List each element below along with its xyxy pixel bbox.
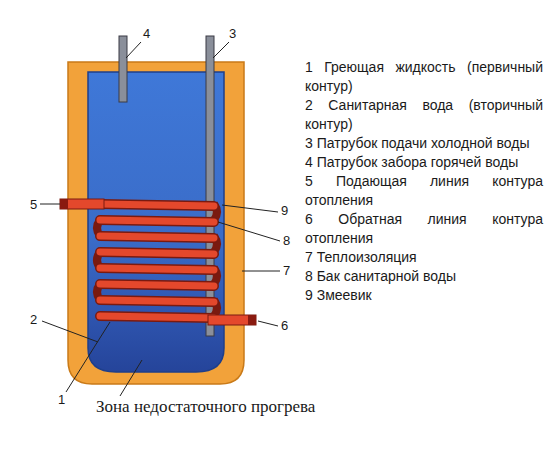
coil-winding	[100, 268, 214, 270]
leader-line	[213, 42, 229, 58]
legend-item: 8 Бак санитарной воды	[305, 267, 543, 286]
leader-line	[222, 205, 278, 212]
coil-winding-edge	[100, 252, 214, 254]
legend-item: 3 Патрубок подачи холодной воды	[305, 134, 543, 153]
leader-line	[120, 360, 142, 396]
callout-number: 1	[58, 392, 65, 407]
leader-line	[42, 321, 98, 342]
return-pipe	[208, 315, 256, 325]
water-tank	[88, 72, 224, 372]
insulation	[68, 62, 244, 384]
legend-item: 1 Греющая жидкость (первичный контур)	[305, 58, 543, 96]
supply-pipe	[60, 199, 104, 209]
coil-winding-edge	[100, 284, 214, 286]
leader-line	[126, 42, 141, 58]
coil-winding	[100, 316, 214, 318]
coil-winding-edge	[100, 300, 214, 302]
callout-number: 6	[281, 318, 288, 333]
callout-number: 3	[229, 26, 236, 41]
leader-line	[40, 204, 60, 205]
coil-winding-edge	[100, 204, 214, 206]
coil-winding-edge	[100, 220, 214, 222]
callout-number: 9	[281, 203, 288, 218]
legend-item: 9 Змеевик	[305, 286, 543, 305]
return-pipe-end	[248, 315, 256, 325]
coil-winding-edge	[100, 268, 214, 270]
cold-water-pipe	[206, 36, 214, 336]
coil-winding	[100, 300, 214, 302]
leader-line	[66, 322, 110, 392]
supply-pipe-end	[60, 199, 68, 209]
coil-winding	[100, 236, 214, 238]
callout-number: 2	[30, 312, 37, 327]
coil-winding	[100, 284, 214, 286]
hot-water-pipe	[119, 36, 127, 102]
callout-number: 4	[143, 26, 150, 41]
legend-list: 1 Греющая жидкость (первичный контур)2 С…	[305, 58, 543, 305]
coil-winding-edge	[100, 236, 214, 238]
zone-caption: Зона недостаточного прогрева	[96, 397, 315, 417]
callout-number: 8	[283, 233, 290, 248]
legend-item: 7 Теплоизоляция	[305, 248, 543, 267]
heating-coil	[97, 204, 217, 318]
legend-item: 6 Обратная линия контура отопления	[305, 210, 543, 248]
callout-number: 5	[30, 197, 37, 212]
leader-line	[242, 271, 280, 272]
coil-winding	[100, 252, 214, 254]
coil-winding	[100, 220, 214, 222]
callout-number: 7	[283, 263, 290, 278]
legend-item: 5 Подающая линия контура отопления	[305, 172, 543, 210]
legend-item: 2 Санитарная вода (вторичный контур)	[305, 96, 543, 134]
coil-winding	[100, 204, 214, 206]
leader-line	[258, 321, 278, 326]
leader-line	[218, 222, 280, 241]
coil-winding-edge	[100, 316, 214, 318]
legend-item: 4 Патрубок забора горячей воды	[305, 153, 543, 172]
